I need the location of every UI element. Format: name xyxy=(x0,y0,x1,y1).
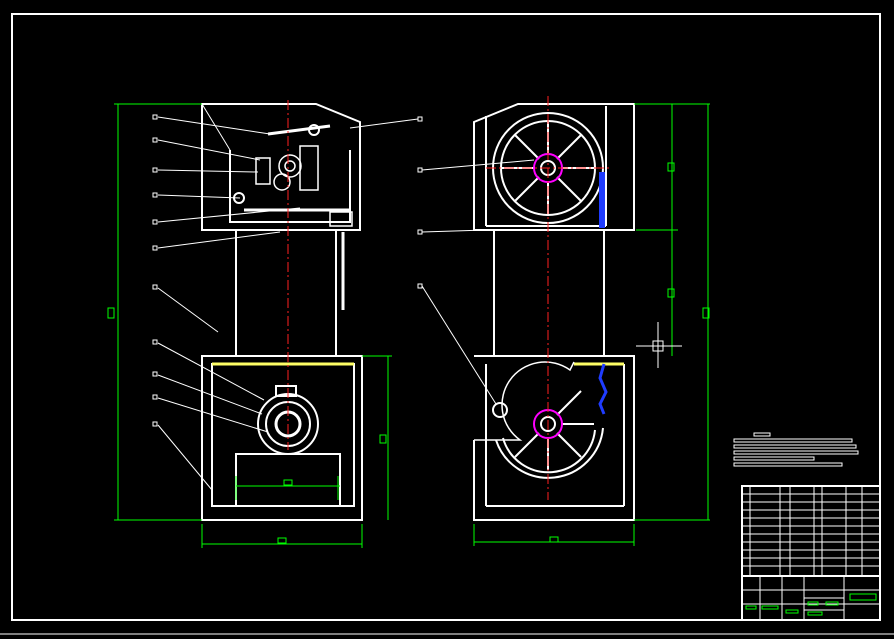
dim-text-height xyxy=(107,307,115,319)
blade-lower-segment xyxy=(598,363,608,415)
side-dim-text-2 xyxy=(667,288,675,298)
side-centerlines xyxy=(486,96,610,500)
leader-tag-15 xyxy=(417,283,423,289)
feed-bracket xyxy=(299,145,319,191)
leader-14 xyxy=(421,229,487,233)
note-line-1 xyxy=(733,438,853,443)
leader-tag-6 xyxy=(152,245,158,251)
note-line-5 xyxy=(733,462,843,467)
note-line-2 xyxy=(733,444,857,449)
leader-tag-9 xyxy=(152,371,158,377)
leader-tag-8 xyxy=(152,339,158,345)
title-block-lower-grid xyxy=(742,576,880,620)
lever-pivot xyxy=(308,124,320,136)
drive-gear-hub xyxy=(284,160,296,172)
side-dim-text-width xyxy=(549,536,559,543)
leader-tag-12 xyxy=(417,116,423,122)
dim-text-mount-width xyxy=(283,479,293,486)
leader-tag-3 xyxy=(152,167,158,173)
leader-tag-7 xyxy=(152,284,158,290)
leader-tag-5 xyxy=(152,219,158,225)
leader-9 xyxy=(157,374,263,415)
side-upper-housing xyxy=(473,103,635,231)
leader-7 xyxy=(157,287,219,333)
side-dim-text-1 xyxy=(667,162,675,172)
leader-6 xyxy=(157,231,281,249)
saw-blade xyxy=(598,172,608,415)
side-base-cabinet xyxy=(473,355,635,521)
coordinate-marker xyxy=(636,322,682,368)
leader-tag-11 xyxy=(152,421,158,427)
leader-3 xyxy=(157,169,259,173)
front-view xyxy=(201,103,363,521)
upper-housing xyxy=(201,103,361,231)
parts-list-grid xyxy=(742,486,880,577)
leader-4 xyxy=(157,194,241,199)
lower-wheel-inner-rim xyxy=(502,429,596,474)
leader-tag-4 xyxy=(152,192,158,198)
note-line-3 xyxy=(733,450,859,455)
front-leaders xyxy=(152,114,423,491)
title-block-entries xyxy=(745,601,839,616)
leader-12 xyxy=(349,118,419,129)
leader-13 xyxy=(421,159,535,171)
leader-tag-14 xyxy=(417,229,423,235)
leader-2 xyxy=(157,139,261,161)
leader-tag-2 xyxy=(152,137,158,143)
leader-11 xyxy=(157,424,213,491)
title-block-frame xyxy=(741,485,881,621)
title-block xyxy=(741,485,881,621)
leader-15 xyxy=(421,285,497,405)
lower-wheel-rim xyxy=(495,427,604,479)
side-dim-text-total xyxy=(702,307,710,319)
hood-edge xyxy=(201,103,231,151)
leader-1 xyxy=(157,116,271,135)
side-leaders xyxy=(417,159,535,405)
base-cabinet xyxy=(201,355,363,521)
leader-tag-13 xyxy=(417,167,423,173)
idler-gear xyxy=(273,173,291,191)
technical-notes xyxy=(733,432,859,467)
leader-5 xyxy=(157,207,301,223)
leader-tag-10 xyxy=(152,394,158,400)
title-block-stamp xyxy=(849,593,877,601)
lower-wheel-spokes xyxy=(514,390,594,470)
outer-border xyxy=(11,13,881,621)
motor-pulley xyxy=(492,402,508,418)
leader-10 xyxy=(157,397,269,433)
clamp-block xyxy=(329,211,353,227)
dim-text-base-height xyxy=(379,434,387,444)
gear-housing xyxy=(255,157,271,185)
drawing-frame xyxy=(11,13,881,621)
tension-lever xyxy=(267,124,331,136)
side-dimensions xyxy=(473,103,710,546)
leader-tag-1 xyxy=(152,114,158,120)
drive-gear xyxy=(278,154,302,178)
upper-inner-cavity xyxy=(229,150,351,223)
motor-terminal-box xyxy=(275,385,297,397)
belt-guard xyxy=(474,361,575,441)
note-line-4 xyxy=(733,456,815,461)
dim-text-base-width xyxy=(277,537,287,544)
side-view xyxy=(473,103,635,521)
leader-8 xyxy=(157,342,265,401)
front-dimensions xyxy=(107,103,392,548)
notes-heading xyxy=(753,432,771,437)
